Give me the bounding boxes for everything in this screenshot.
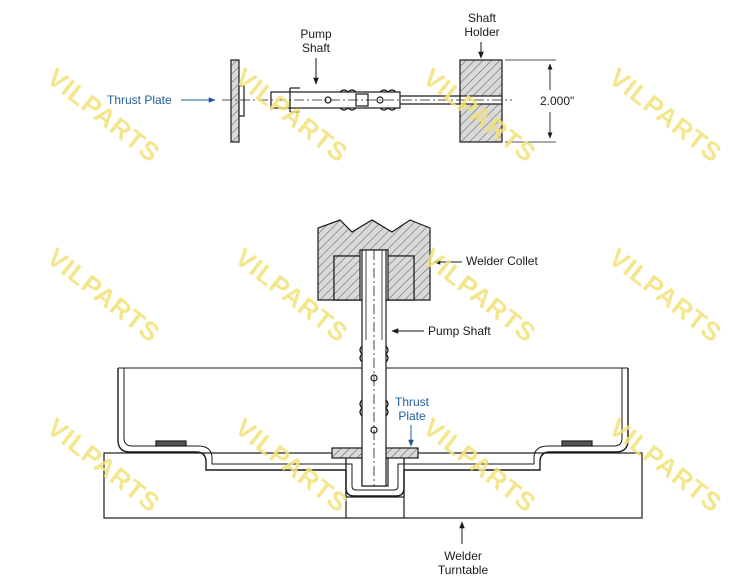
label-pump-shaft-bottom: Pump Shaft (428, 324, 491, 338)
label-shaft-holder-line1: Shaft (467, 11, 497, 25)
label-thrust-plate-bottom-line2: Plate (398, 409, 426, 423)
label-welder-collet: Welder Collet (466, 254, 538, 268)
label-welder-turntable: Welder Turntable (438, 549, 488, 577)
label-welder-turntable-line1: Welder (444, 549, 482, 563)
label-pump-shaft-top-line1: Pump (300, 27, 332, 41)
label-welder-turntable-line2: Turntable (437, 563, 489, 577)
label-thrust-plate-bottom: Thrust Plate (395, 395, 429, 423)
thrust-plate-top (230, 59, 240, 143)
top-view (181, 42, 556, 143)
dimension-label: 2.000" (538, 94, 577, 108)
label-pump-shaft-top: Pump Shaft (300, 27, 331, 55)
label-shaft-holder: Shaft Holder (464, 11, 499, 39)
label-pump-shaft-top-line2: Shaft (301, 41, 331, 55)
pump-shaft-bottom (359, 249, 389, 487)
label-shaft-holder-line2: Holder (464, 25, 500, 39)
bottom-view (103, 219, 643, 544)
label-thrust-plate-bottom-line1: Thrust (394, 395, 430, 409)
label-thrust-plate-top: Thrust Plate (107, 93, 172, 107)
